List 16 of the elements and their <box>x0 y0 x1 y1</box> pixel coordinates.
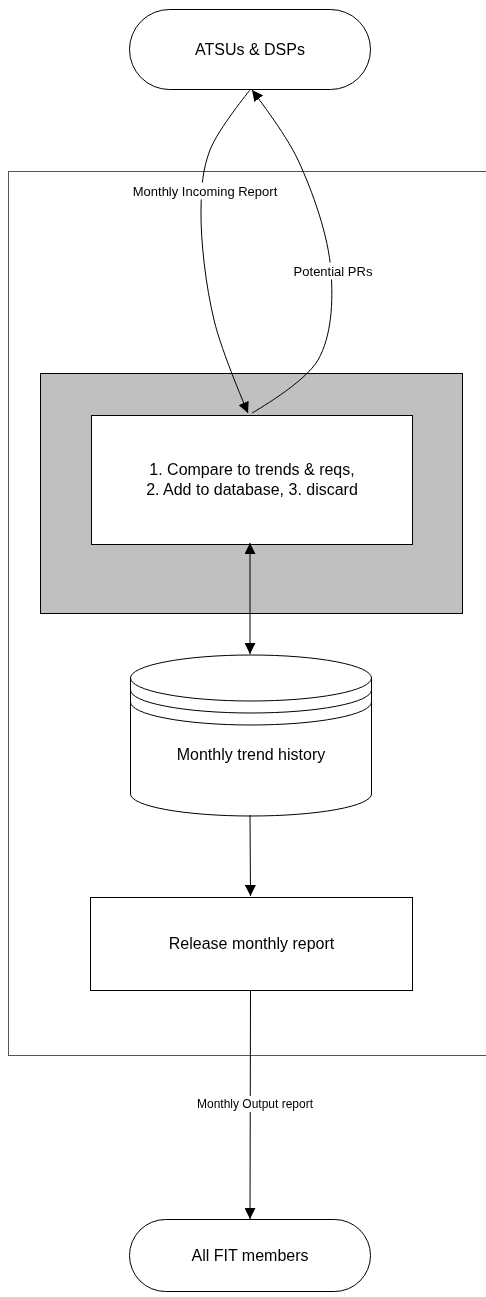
arrow <box>200 89 251 414</box>
arrow <box>251 89 333 414</box>
arrow <box>244 989 256 1220</box>
node-label: Release monthly report <box>167 935 336 953</box>
process-box <box>90 897 413 991</box>
edge-label: Monthly Incoming Report <box>130 182 280 200</box>
process-box <box>91 415 413 545</box>
node-label: ATSUs & DSPs <box>194 40 306 59</box>
node-label: Monthly trend history <box>175 745 327 764</box>
node-label: All FIT members <box>190 1246 310 1265</box>
edge-label: Potential PRs <box>291 262 375 280</box>
boundary-box <box>8 171 486 1056</box>
shaded-panel <box>40 373 463 614</box>
node-label: 1. Compare to trends & reqs, 2. Add to database, 3. discard <box>145 460 359 500</box>
edge-label: Monthly Output report <box>194 1096 316 1112</box>
arrow <box>244 542 256 655</box>
